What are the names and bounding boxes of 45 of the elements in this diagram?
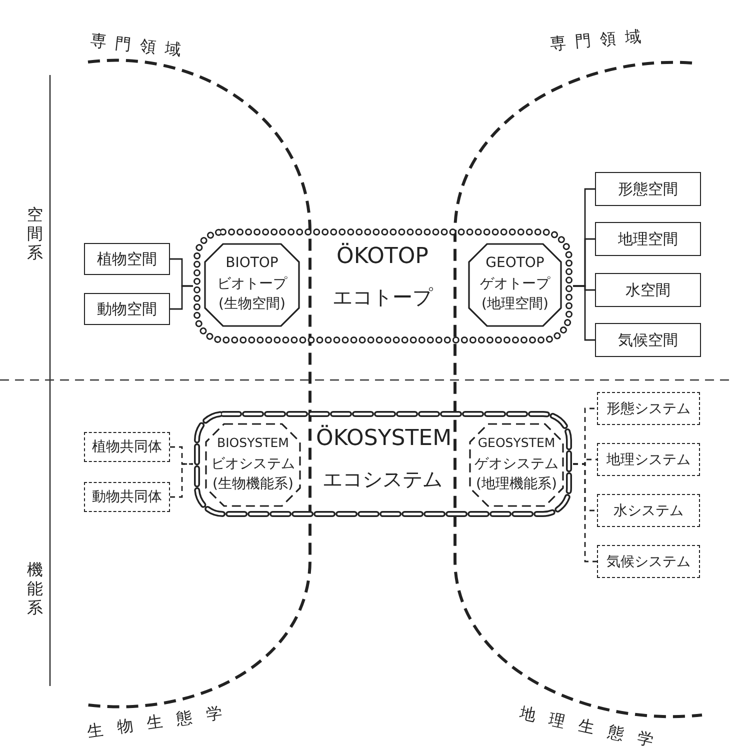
box-text: (生物機能系): [212, 475, 294, 493]
arc-label: 専門領域: [549, 26, 651, 56]
box-title: GEOTOP: [484, 255, 546, 271]
band-subtitle: エコトープ: [332, 284, 434, 311]
box-title: GEOSYSTEM: [476, 435, 556, 450]
box-text: ビオシステム: [210, 455, 296, 473]
connector-line: [170, 285, 193, 310]
dashed-text-box: 動物共同体: [84, 482, 170, 512]
dashed-band: [193, 410, 573, 518]
octagon-box: [468, 243, 562, 327]
dashed-text-box: 形態システム: [597, 392, 700, 425]
connector-line: [573, 463, 597, 562]
band-title: ÖKOSYSTEM: [316, 426, 449, 451]
box-title: BIOSYSTEM: [216, 435, 290, 450]
dashed-text-box: 植物共同体: [84, 432, 170, 462]
dashed-text-box: 地理システム: [597, 443, 700, 476]
box-title: BIOTOP: [224, 255, 280, 271]
box-text: (生物空間): [218, 295, 286, 313]
box-text: ビオトープ: [216, 275, 288, 293]
arc-label: 地理生態学: [518, 703, 669, 753]
text-box: 地理空間: [595, 222, 701, 256]
dashed-text-box: 水システム: [597, 494, 700, 527]
text-box: 水空間: [595, 273, 701, 307]
connector-line: [170, 446, 193, 465]
text-box: 形態空間: [595, 172, 701, 206]
dashed-text-box: 気候システム: [597, 545, 700, 578]
box-text: (地理機能系): [475, 475, 558, 493]
box-text: ゲオシステム: [474, 455, 560, 473]
text-box: 動物空間: [84, 293, 170, 325]
box-text: ゲオトープ: [479, 275, 552, 293]
band-subtitle: エコシステム: [322, 466, 444, 493]
text-box: 気候空間: [595, 323, 701, 357]
axis-label: 空間系: [27, 205, 44, 262]
dashed-octagon-box: [469, 423, 564, 507]
dotted-band: [193, 228, 573, 344]
axis-label: 機能系: [27, 560, 44, 617]
arc-label: 専門領域: [89, 30, 191, 62]
connector-line: [573, 285, 595, 341]
connector-line: [170, 463, 193, 498]
octagon-box: [204, 243, 300, 327]
text-box: 植物空間: [84, 243, 170, 275]
arc-label: 生物生態学: [86, 701, 238, 743]
dashed-octagon-box: [205, 423, 301, 507]
band-title: ÖKOTOP: [336, 244, 430, 269]
box-text: (地理空間): [480, 295, 550, 313]
